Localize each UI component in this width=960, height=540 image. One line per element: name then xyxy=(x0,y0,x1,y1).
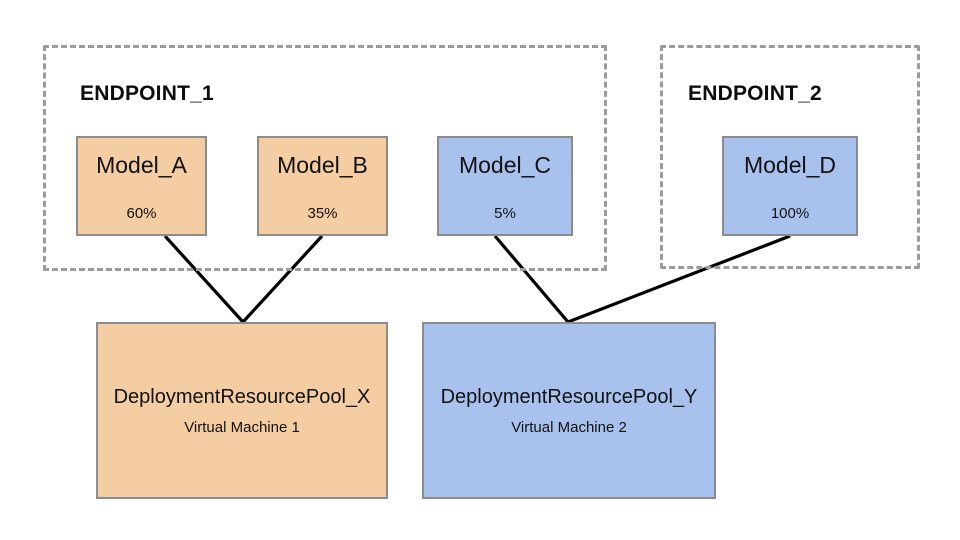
endpoint-label-endpoint-1: ENDPOINT_1 xyxy=(80,82,214,105)
pool-box-pool-y[interactable]: DeploymentResourcePool_Y Virtual Machine… xyxy=(422,322,716,499)
pool-name-pool-y: DeploymentResourcePool_Y xyxy=(440,385,698,408)
endpoint-group-endpoint-1[interactable] xyxy=(43,45,607,271)
model-name-model-c: Model_C xyxy=(458,152,552,178)
model-name-model-d: Model_D xyxy=(743,152,837,178)
model-box-model-d[interactable]: Model_D 100% xyxy=(722,136,858,236)
pool-subtitle-pool-y: Virtual Machine 2 xyxy=(511,418,627,436)
endpoint-label-endpoint-2: ENDPOINT_2 xyxy=(688,82,822,105)
endpoint-group-endpoint-2[interactable] xyxy=(660,45,920,269)
pool-box-pool-x[interactable]: DeploymentResourcePool_X Virtual Machine… xyxy=(96,322,388,499)
model-box-model-a[interactable]: Model_A 60% xyxy=(76,136,207,236)
model-box-model-b[interactable]: Model_B 35% xyxy=(257,136,388,236)
pool-subtitle-pool-x: Virtual Machine 1 xyxy=(184,418,300,436)
model-name-model-b: Model_B xyxy=(277,152,368,178)
model-name-model-a: Model_A xyxy=(96,152,187,178)
model-traffic-model-b: 35% xyxy=(307,205,338,222)
model-traffic-model-c: 5% xyxy=(494,205,516,222)
model-traffic-model-a: 60% xyxy=(126,205,157,222)
model-traffic-model-d: 100% xyxy=(770,205,810,222)
pool-name-pool-x: DeploymentResourcePool_X xyxy=(113,385,371,408)
model-box-model-c[interactable]: Model_C 5% xyxy=(437,136,573,236)
